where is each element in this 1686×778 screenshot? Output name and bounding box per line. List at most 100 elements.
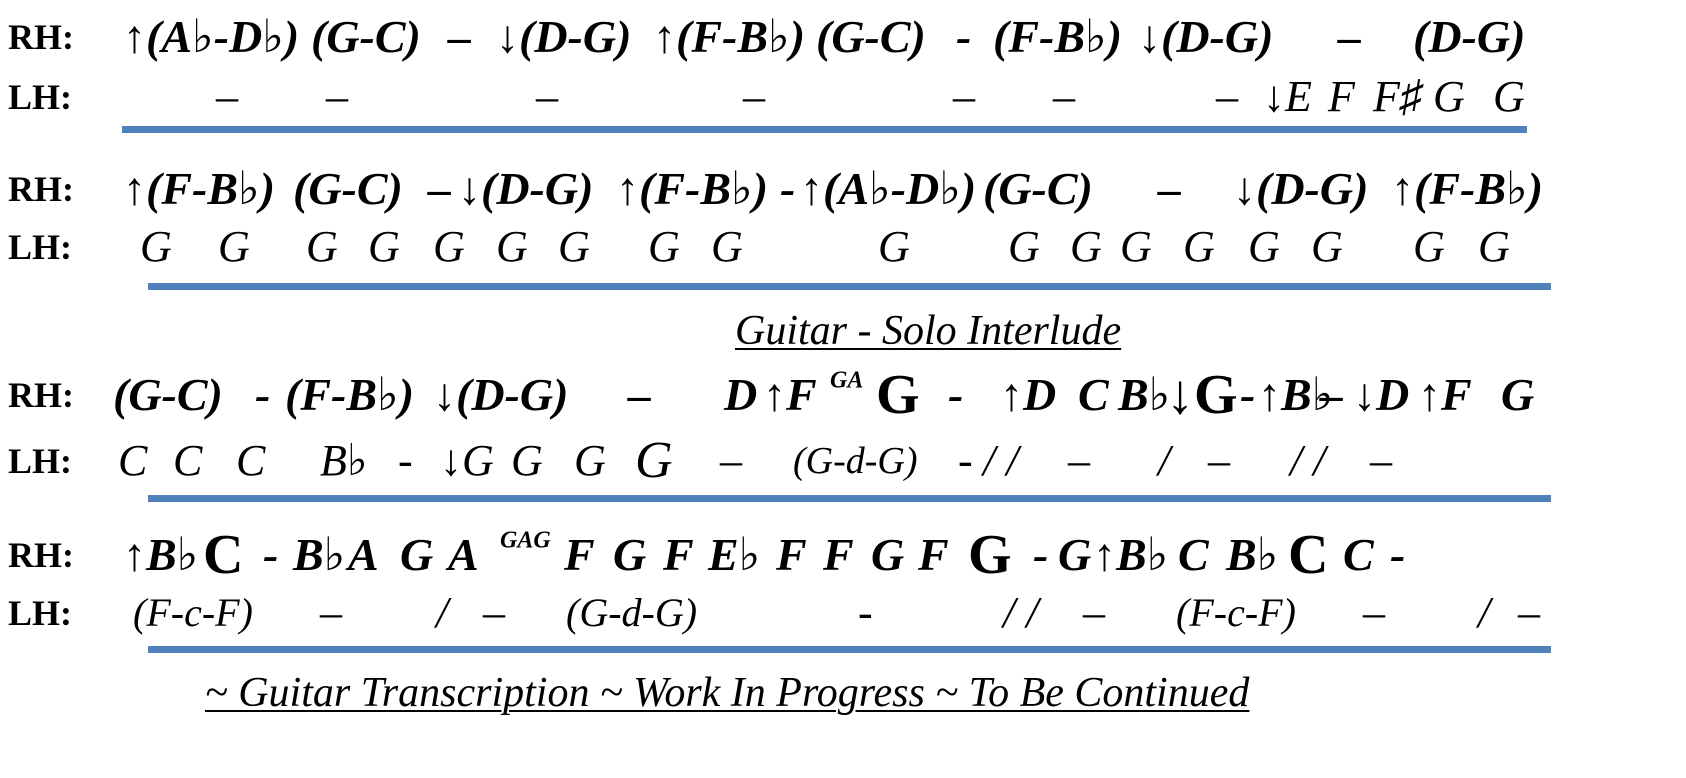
rh-tokens: ↑(A♭-D♭) (G-C) – ↓(D-G) ↑(F-B♭) (G-C) - … bbox=[8, 8, 1686, 66]
system-2-left-hand: LH: G G G G G G G G G G G G G G G G G G bbox=[8, 218, 1686, 276]
rest-dash: – bbox=[1370, 436, 1392, 485]
chord-pattern: (G-d-G) bbox=[566, 590, 698, 635]
chord-token: ↓(D-G) bbox=[496, 11, 632, 62]
rest-dash: – bbox=[1068, 436, 1090, 485]
note-token: D bbox=[724, 369, 758, 420]
strum-marks: / bbox=[436, 588, 449, 637]
note-token: G bbox=[433, 222, 465, 271]
note-token: G bbox=[140, 222, 172, 271]
chord-token: ↓(D-G) bbox=[433, 369, 569, 420]
system-3-left-hand: LH: C C C B♭ - ↓G G G G – (G-d-G) - / / … bbox=[8, 432, 1686, 490]
note-token: G bbox=[1501, 369, 1535, 420]
chord-token: – bbox=[1338, 11, 1361, 62]
note-token: G bbox=[711, 222, 743, 271]
chord-token: ↓(D-G) bbox=[458, 163, 594, 214]
system-3-right-hand: RH: (G-C) - (F-B♭) ↓(D-G) – D ↑F GA G - … bbox=[8, 366, 1686, 424]
note-token: C bbox=[1343, 529, 1374, 580]
chord-token: – bbox=[448, 11, 471, 62]
interlude-caption: Guitar - Solo Interlude bbox=[735, 308, 1122, 354]
note-token: G bbox=[635, 432, 673, 489]
note-token: G bbox=[613, 529, 647, 580]
note-token: G bbox=[1478, 222, 1510, 271]
system-1-right-hand: RH: ↑(A♭-D♭) (G-C) – ↓(D-G) ↑(F-B♭) (G-C… bbox=[8, 8, 1686, 66]
note-token: G bbox=[1008, 222, 1040, 271]
chord-token: ↑(A♭-D♭) bbox=[800, 163, 977, 214]
note-token: – bbox=[536, 72, 558, 121]
note-token: F bbox=[776, 529, 807, 580]
note-token: G bbox=[1183, 222, 1215, 271]
note-token: G bbox=[876, 364, 920, 426]
chord-token: - bbox=[780, 163, 796, 214]
note-token: G bbox=[218, 222, 250, 271]
note-token: – bbox=[1053, 72, 1075, 121]
note-token: B♭ bbox=[1118, 369, 1171, 420]
chord-pattern: (F-c-F) bbox=[133, 590, 253, 635]
note-token: C bbox=[173, 436, 203, 485]
note-token: B♭ bbox=[293, 529, 346, 580]
chord-token: ↑(A♭-D♭) bbox=[123, 11, 300, 62]
note-token: F♯ bbox=[1373, 72, 1422, 121]
chord-token: ↑(F-B♭) bbox=[123, 163, 276, 214]
chord-token: (F-B♭) bbox=[993, 11, 1123, 62]
note-token: - bbox=[398, 436, 413, 485]
lh-tokens: (F-c-F) – / – (G-d-G) - / / – (F-c-F) – … bbox=[8, 584, 1686, 642]
rh-tokens: ↑B♭ C - B♭ A G A GAG F G F E♭ F F G F G … bbox=[8, 526, 1686, 584]
note-token: G bbox=[306, 222, 338, 271]
grace-notes: GAG bbox=[500, 527, 551, 554]
note-token: G bbox=[368, 222, 400, 271]
chord-token: (G-C) bbox=[816, 11, 926, 62]
chord-token: ↑(F-B♭) bbox=[653, 11, 806, 62]
note-token: B♭ bbox=[320, 436, 368, 485]
rh-tokens: (G-C) - (F-B♭) ↓(D-G) – D ↑F GA G - ↑D C… bbox=[8, 366, 1686, 424]
rest-dash: – bbox=[1363, 588, 1385, 637]
strum-marks: / / bbox=[983, 436, 1019, 485]
strum-marks: / bbox=[1478, 588, 1491, 637]
system-4-right-hand: RH: ↑B♭ C - B♭ A G A GAG F G F E♭ F F G … bbox=[8, 526, 1686, 584]
note-token: G bbox=[1493, 72, 1525, 121]
note-token: ↓D bbox=[1353, 369, 1410, 420]
note-token: C bbox=[1178, 529, 1209, 580]
note-token: - bbox=[1390, 529, 1406, 580]
chord-token: (G-C) bbox=[983, 163, 1093, 214]
system-divider bbox=[148, 646, 1551, 653]
strum-marks: / / bbox=[1003, 588, 1039, 637]
note-token: G bbox=[574, 436, 606, 485]
system-divider bbox=[122, 126, 1527, 133]
note-token: A bbox=[348, 529, 379, 580]
rh-label: RH: bbox=[8, 169, 74, 209]
chord-token: – bbox=[1158, 163, 1181, 214]
note-token: ↑F bbox=[763, 369, 817, 420]
note-token: - bbox=[858, 588, 873, 637]
chord-token: (D-G) bbox=[1413, 11, 1526, 62]
note-token: F bbox=[1328, 72, 1355, 121]
lh-tokens: C C C B♭ - ↓G G G G – (G-d-G) - / / – / … bbox=[8, 432, 1686, 490]
note-token: G bbox=[1248, 222, 1280, 271]
note-token: – bbox=[216, 72, 238, 121]
note-token: ↓E bbox=[1263, 72, 1312, 121]
strum-marks: / / bbox=[1290, 436, 1326, 485]
system-2-right-hand: RH: ↑(F-B♭) (G-C) – ↓(D-G) ↑(F-B♭) - ↑(A… bbox=[8, 160, 1686, 218]
chord-token: ↓(D-G) bbox=[1138, 11, 1274, 62]
note-token: G bbox=[496, 222, 528, 271]
note-token: – bbox=[326, 72, 348, 121]
note-token: – bbox=[1320, 369, 1343, 420]
system-1-left-hand: LH: – – – – – – – ↓E F F♯ G G bbox=[8, 68, 1686, 126]
note-token: - bbox=[958, 436, 973, 485]
note-token: G bbox=[511, 436, 543, 485]
note-token: - bbox=[1033, 529, 1049, 580]
note-token: F bbox=[918, 529, 949, 580]
rest-dash: – bbox=[1518, 588, 1540, 637]
note-token: ↓G bbox=[440, 436, 494, 485]
rest-dash: – bbox=[1208, 436, 1230, 485]
chord-token: – bbox=[628, 369, 651, 420]
note-token: C bbox=[1288, 524, 1329, 586]
chord-token: (G-C) bbox=[293, 163, 403, 214]
note-token: F bbox=[564, 529, 595, 580]
note-token: G bbox=[871, 529, 905, 580]
rh-label: RH: bbox=[8, 17, 74, 57]
note-token: ↑B♭ bbox=[123, 529, 199, 580]
note-token: – bbox=[953, 72, 975, 121]
rh-label: RH: bbox=[8, 375, 74, 415]
rest-dash: – bbox=[1083, 588, 1105, 637]
